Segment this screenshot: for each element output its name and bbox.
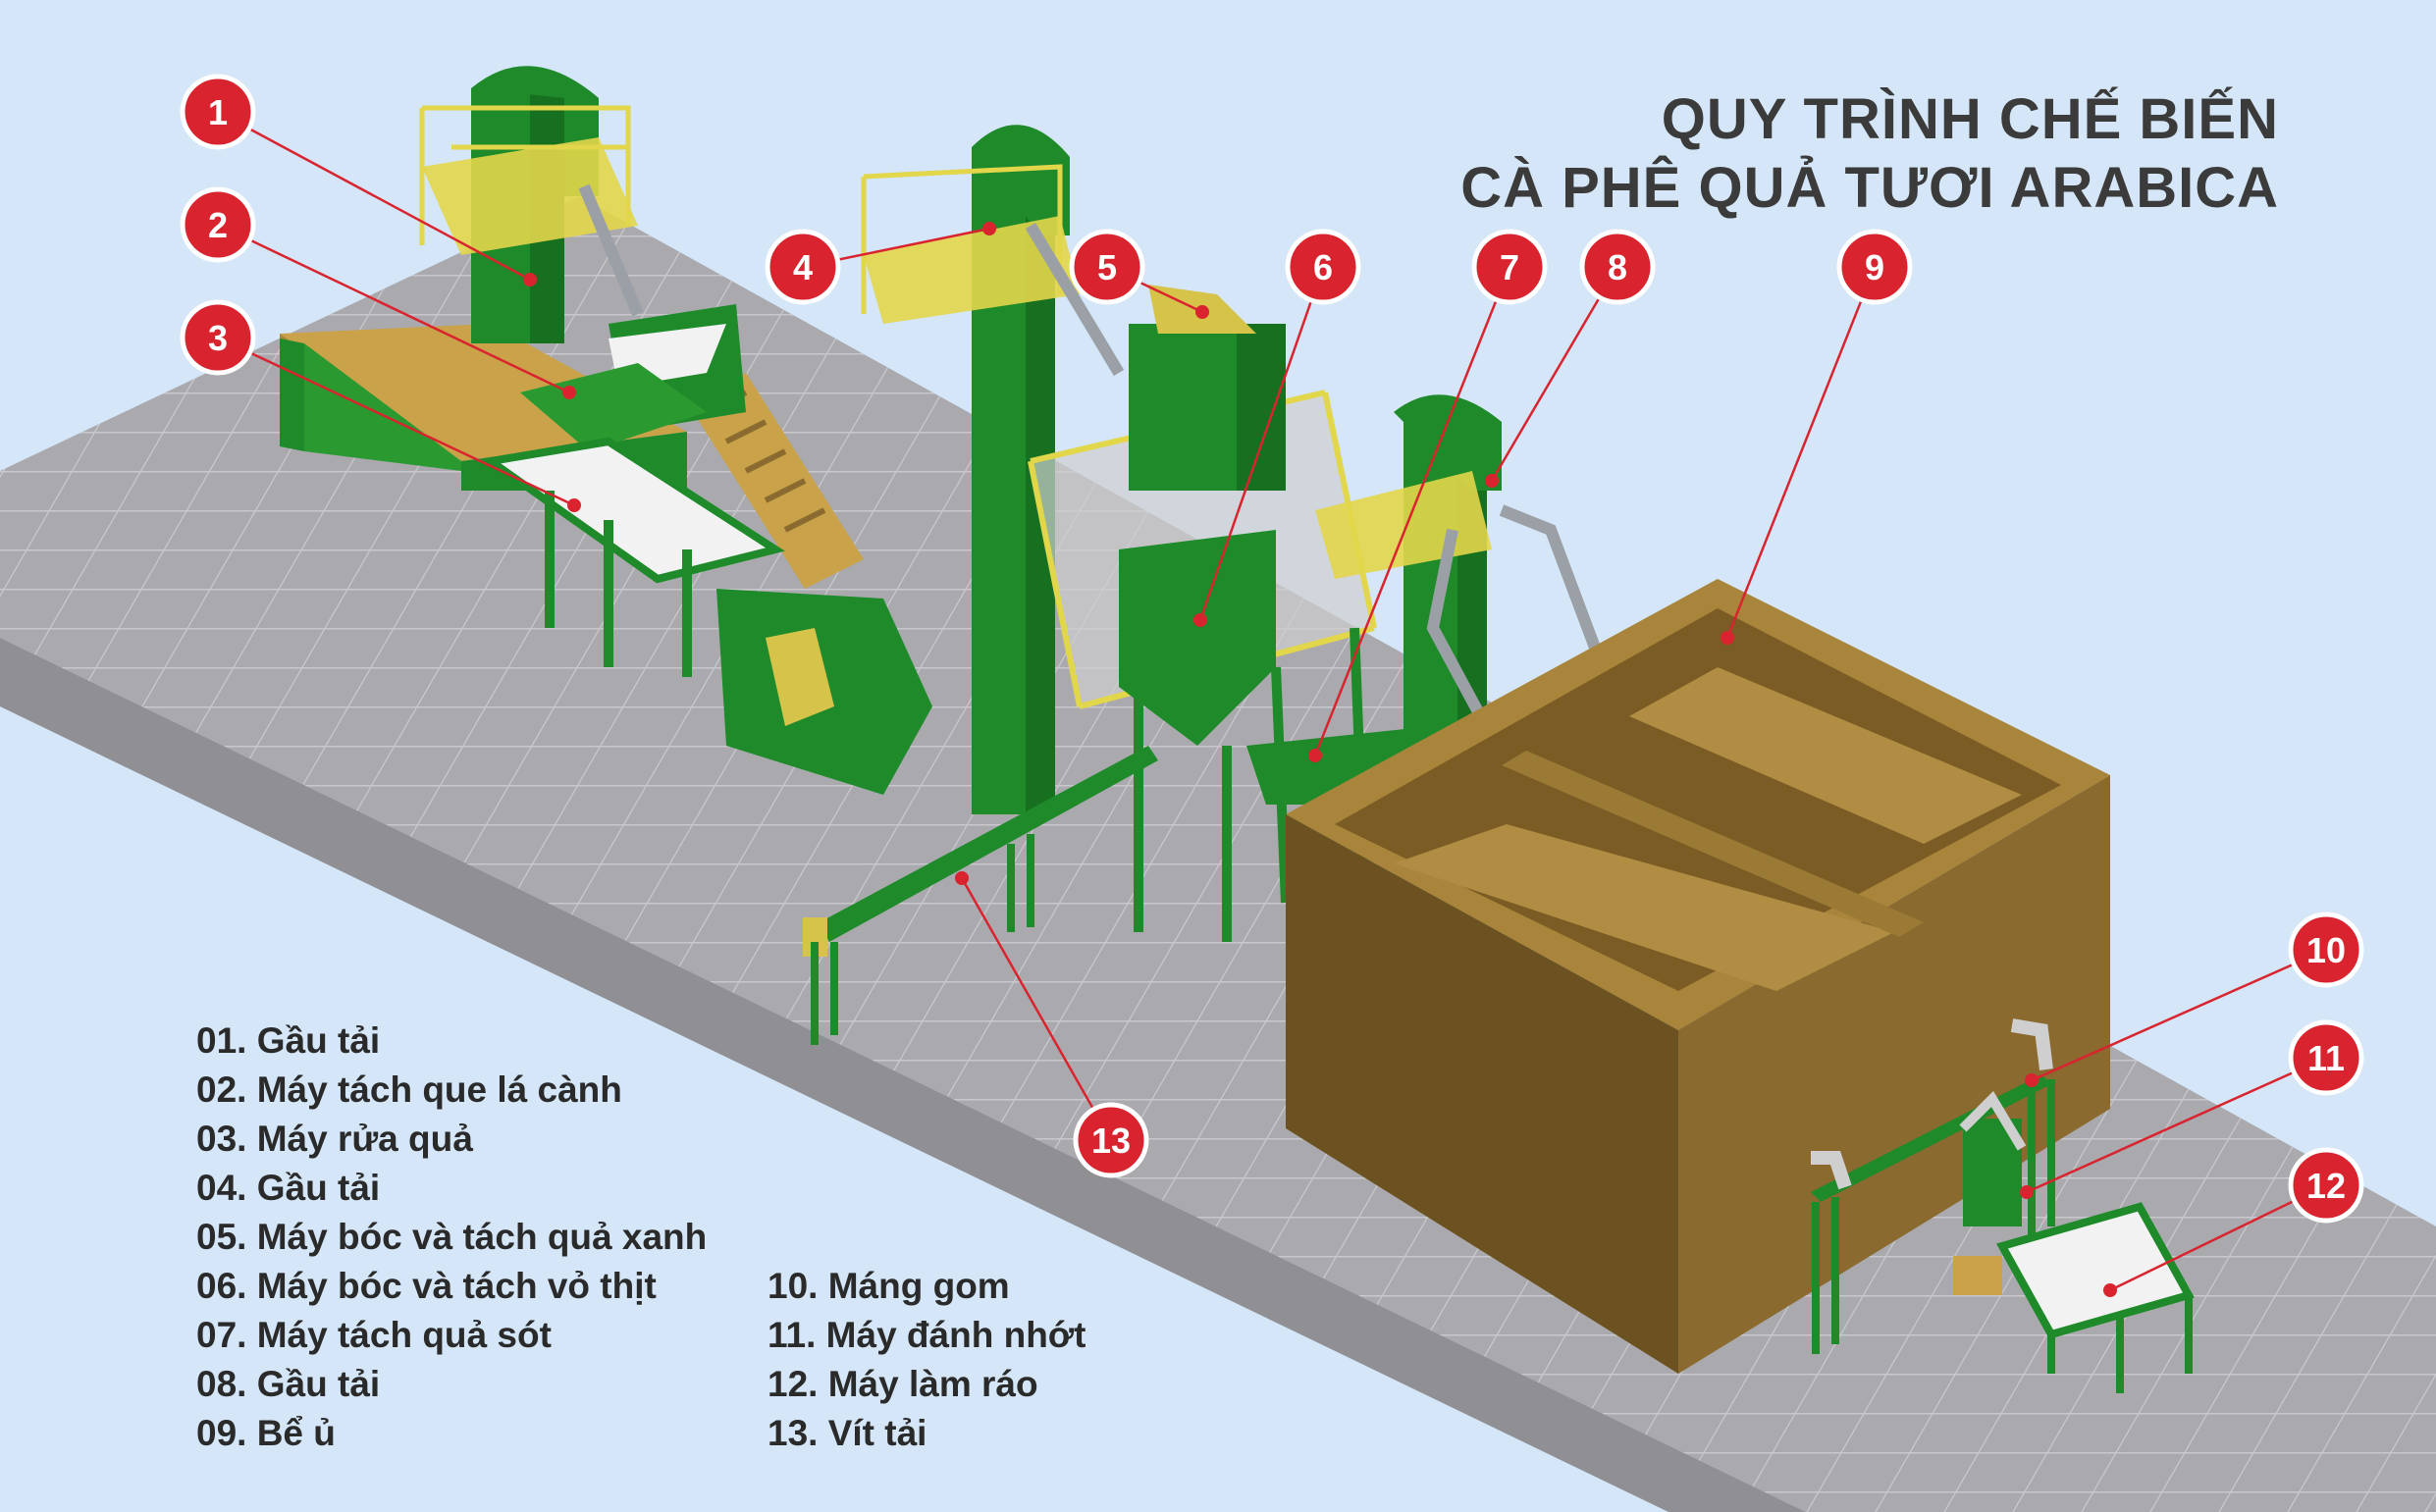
svg-text:2: 2 <box>208 205 228 245</box>
legend-item: 10. Máng gom <box>768 1266 1010 1306</box>
pulper-structure <box>1028 285 1433 942</box>
legend-left: 01. Gầu tải 02. Máy tách que lá cành 03.… <box>196 1017 707 1458</box>
callout-8: 8 <box>1579 229 1656 305</box>
svg-text:1: 1 <box>208 92 228 132</box>
svg-text:11: 11 <box>2307 1038 2345 1078</box>
callout-9: 9 <box>1836 229 1913 305</box>
svg-text:10: 10 <box>2306 930 2346 970</box>
destemmer-and-washer <box>480 304 932 795</box>
svg-text:3: 3 <box>208 318 228 358</box>
legend-item: 06. Máy bóc và tách vỏ thịt <box>196 1266 657 1306</box>
callout-11: 11 <box>2288 1019 2364 1096</box>
legend-item: 05. Máy bóc và tách quả xanh <box>196 1217 708 1257</box>
title-line-1: QUY TRÌNH CHẾ BIẾN <box>1661 87 2279 151</box>
demucilage-line <box>1811 1018 2195 1393</box>
legend-right: 10. Máng gom 11. Máy đánh nhớt 12. Máy l… <box>768 1262 1086 1458</box>
callout-6: 6 <box>1285 229 1361 305</box>
svg-text:13: 13 <box>1091 1121 1131 1161</box>
svg-text:12: 12 <box>2306 1166 2346 1206</box>
callout-7: 7 <box>1471 229 1548 305</box>
title-line-2: CÀ PHÊ QUẢ TƯƠI ARABICA <box>1460 156 2279 220</box>
screw-conveyor-13 <box>803 746 1158 1045</box>
svg-text:4: 4 <box>793 247 813 287</box>
receiving-pit <box>280 324 864 589</box>
leader-lines <box>217 110 2327 1292</box>
svg-text:8: 8 <box>1608 247 1627 287</box>
fermentation-tank-9 <box>1286 579 2110 1374</box>
legend-item: 13. Vít tải <box>768 1413 927 1453</box>
legend-item: 07. Máy tách quả sót <box>196 1315 552 1355</box>
callout-10: 10 <box>2288 912 2364 988</box>
callout-12: 12 <box>2288 1147 2364 1224</box>
callout-3: 3 <box>180 299 256 376</box>
legend-item: 08. Gầu tải <box>196 1364 381 1404</box>
legend-item: 03. Máy rửa quả <box>196 1119 473 1159</box>
svg-text:6: 6 <box>1313 247 1333 287</box>
legend-item: 02. Máy tách que lá cành <box>196 1069 622 1110</box>
callout-5: 5 <box>1069 229 1145 305</box>
callouts: 1 2 3 4 5 6 7 8 9 10 11 12 13 <box>180 74 2364 1224</box>
callout-4: 4 <box>765 229 841 305</box>
svg-text:7: 7 <box>1500 247 1519 287</box>
anchor-dots <box>523 222 2117 1297</box>
legend-item: 12. Máy làm ráo <box>768 1364 1038 1404</box>
bucket-elevator-1 <box>419 66 644 343</box>
svg-text:9: 9 <box>1865 247 1884 287</box>
callout-13: 13 <box>1073 1102 1149 1178</box>
legend-item: 11. Máy đánh nhớt <box>768 1315 1086 1355</box>
legend-item: 04. Gầu tải <box>196 1168 381 1208</box>
svg-text:5: 5 <box>1097 247 1117 287</box>
callout-2: 2 <box>180 186 256 263</box>
callout-1: 1 <box>180 74 256 150</box>
legend-item: 01. Gầu tải <box>196 1020 381 1061</box>
legend-item: 09. Bể ủ <box>196 1413 336 1453</box>
